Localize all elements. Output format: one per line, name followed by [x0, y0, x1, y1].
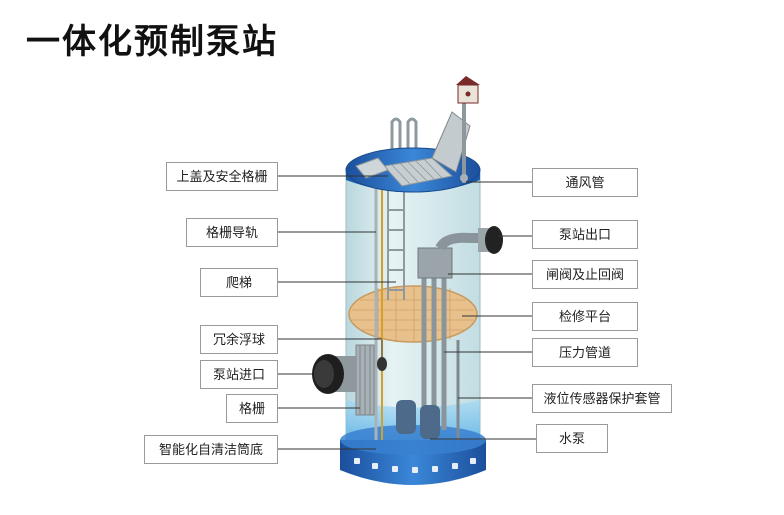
control-box — [456, 76, 480, 104]
label-vent: 通风管 — [532, 168, 638, 197]
label-valve: 闸阀及止回阀 — [532, 260, 638, 289]
label-outlet: 泵站出口 — [532, 220, 638, 249]
vent-pipe — [460, 95, 468, 183]
guide-rail — [374, 175, 383, 440]
maintenance-platform — [348, 285, 478, 343]
label-grille: 格栅 — [226, 394, 278, 423]
label-pipe: 压力管道 — [532, 338, 638, 367]
grille-basket — [355, 344, 375, 416]
label-cover: 上盖及安全格栅 — [166, 162, 278, 191]
ladder — [387, 170, 405, 300]
label-inlet: 泵站进口 — [200, 360, 278, 389]
label-float: 冗余浮球 — [200, 325, 278, 354]
pressure-pipes — [421, 260, 447, 430]
label-ladder: 爬梯 — [200, 268, 278, 297]
label-rail: 格栅导轨 — [186, 218, 278, 247]
ladder-handles — [390, 117, 418, 160]
top-cover — [345, 111, 481, 193]
pumps — [396, 400, 440, 439]
label-bottom: 智能化自清洁筒底 — [144, 435, 278, 464]
label-sensor: 液位传感器保护套管 — [532, 384, 672, 413]
inlet-pipe — [312, 354, 356, 394]
outlet-flange — [478, 226, 503, 254]
leader-lines — [278, 175, 536, 450]
valves — [417, 232, 482, 279]
label-pump: 水泵 — [536, 424, 608, 453]
float-ball — [377, 340, 387, 371]
page-title: 一体化预制泵站 — [26, 22, 278, 62]
label-platform: 检修平台 — [532, 302, 638, 331]
